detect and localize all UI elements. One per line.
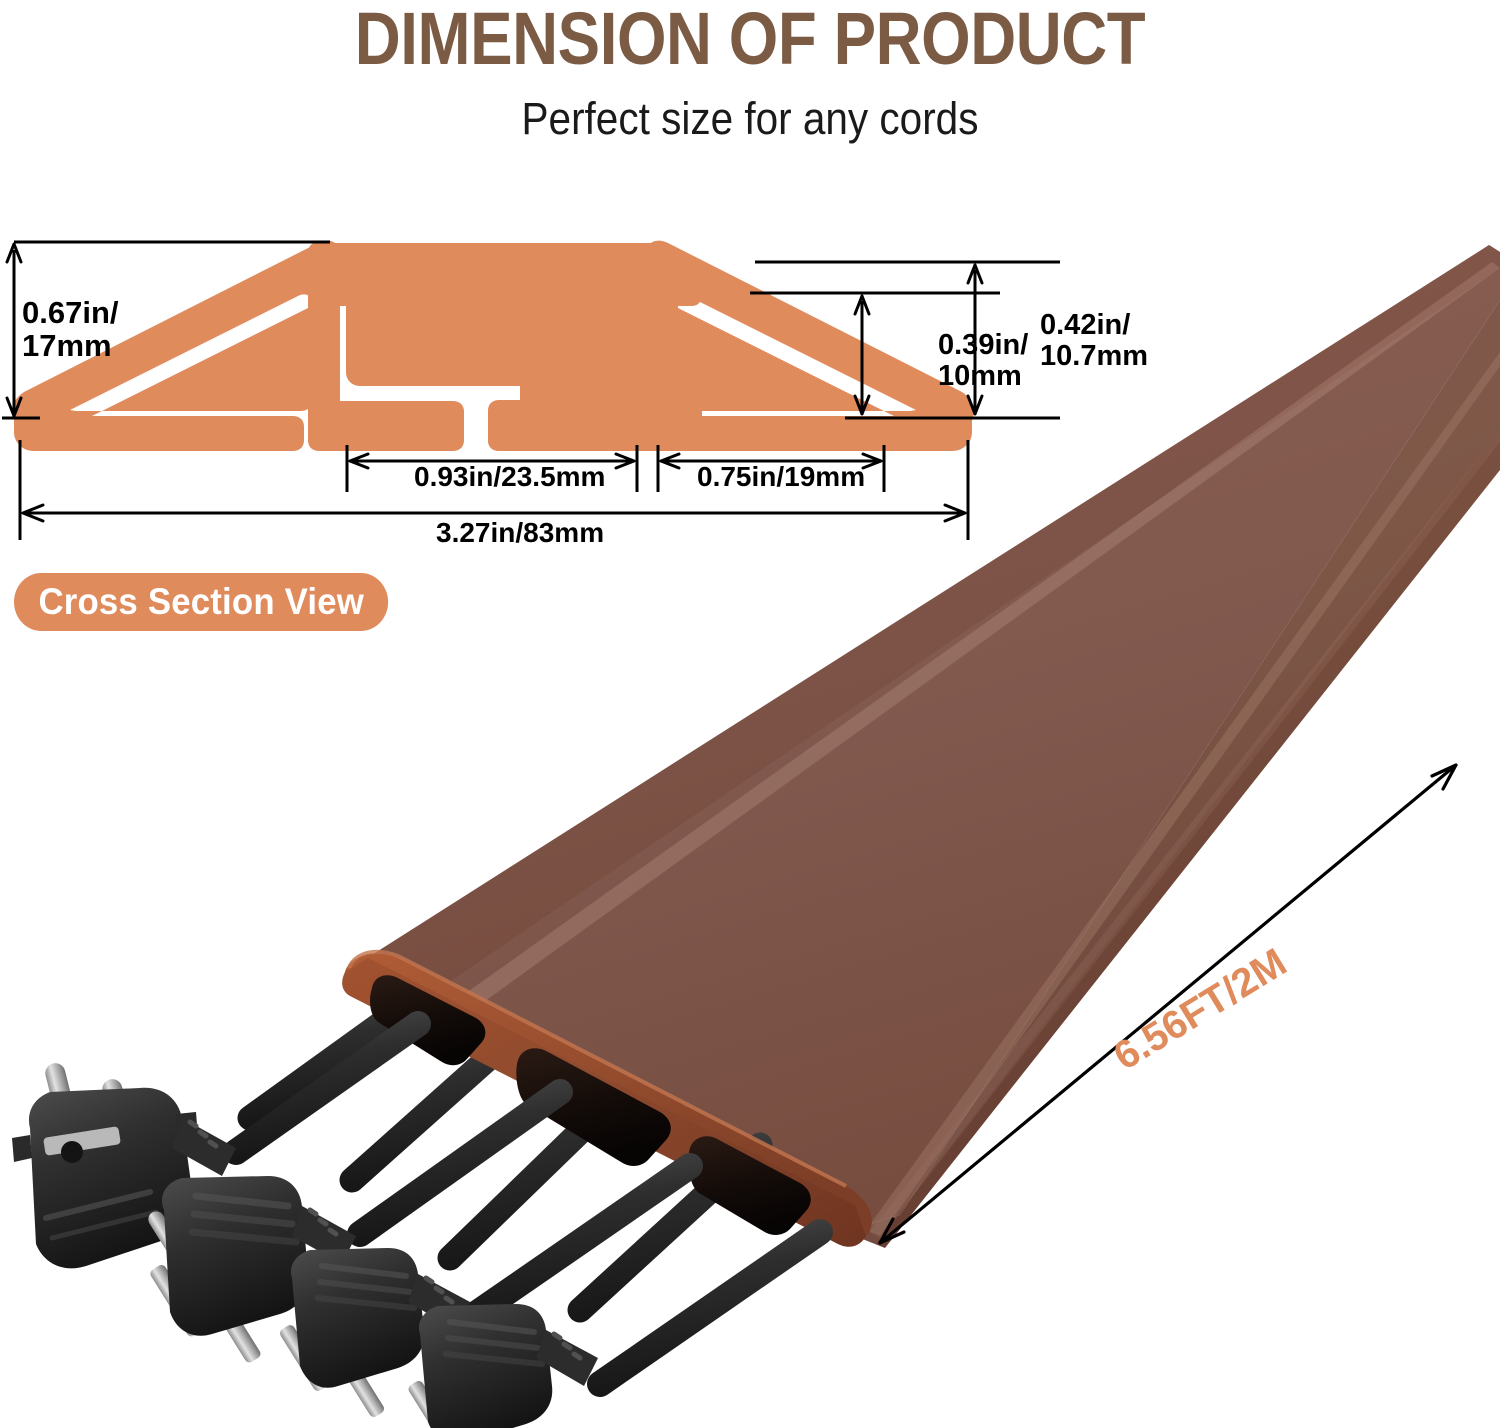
profile-center-block [308,243,678,451]
page-title: DIMENSION OF PRODUCT [354,0,1146,80]
us3-grip-1 [192,1192,292,1210]
dim-middle-channel-width [345,445,639,492]
dim-outer-edge-height [755,260,1060,420]
us2a-grip-2 [317,1279,413,1295]
us2b-grip-1 [447,1319,537,1335]
body-highlight-band-3 [864,430,1500,1244]
us-2-prong-plug-2 [408,1304,598,1428]
cross-section-profile [12,240,974,451]
cable-group-front [223,1011,833,1397]
dim-h-arrow-up [5,242,23,264]
profile-right-ramp [632,240,974,451]
dim-label-inner-channel-height: 0.39in/ 10mm [938,329,1029,393]
schuko-grip-2 [49,1209,159,1241]
cable-3-front [457,1153,703,1331]
length-arrowhead-top [1430,763,1458,791]
dim-label-middle-channel-width: 0.93in/23.5mm [414,461,606,492]
dim-inner-arrow-up [853,294,871,316]
schuko-center-hole [61,1141,83,1163]
dim-side-arrow-right [861,452,883,470]
cord-cover-open-end [342,949,872,1247]
cable-group [237,997,773,1323]
page-subtitle: Perfect size for any cords [521,93,979,144]
dim-label-overall-width: 3.27in/83mm [436,517,605,548]
cross-section-view-badge: Cross Section View [14,573,389,631]
schuko-grip-1 [43,1189,153,1221]
us2a-grip-1 [319,1263,409,1279]
profile-center-outer [318,243,702,451]
dim-overall-width [18,440,970,540]
cable-1-front [223,1011,431,1165]
dim-side-channel-width [656,445,886,492]
rim-highlight [347,949,847,1188]
dim-w-arrow-left [21,503,45,523]
dim-outer-arrow-up [966,263,984,285]
dim-h-arrow-down [5,396,23,418]
dim-label-outer-edge-height: 0.42in/ 10.7mm [1040,309,1149,373]
us2a-grip-3 [315,1295,417,1311]
cable-2 [339,1035,513,1193]
dim-mid-arrow-right [614,452,636,470]
body-top-face [345,245,1500,1232]
channel-opening-right [688,1136,811,1235]
body-sheen [430,268,1500,1238]
us2b-grip-2 [445,1335,541,1351]
us3-grip-2 [190,1210,296,1228]
dim-w-arrow-right [943,503,967,523]
cable-1 [237,997,413,1131]
schuko-notch-left [12,1135,32,1162]
length-arrowhead-bottom [878,1217,906,1245]
dim-label-side-channel-width: 0.75in/19mm [697,461,866,492]
dim-mid-arrow-left [348,452,370,470]
length-dimension-arrow [878,763,1458,1245]
dim-overall-height [2,240,330,420]
channel-opening-middle [516,1048,671,1166]
dim-side-arrow-left [659,452,681,470]
body-highlight-band-1 [452,262,1500,1012]
cord-cover-body [345,245,1500,1248]
dim-inner-arrow-down [853,394,871,416]
dim-outer-arrow-down [966,394,984,416]
schuko-strain-relief [172,1118,236,1176]
us3-grip-3 [188,1228,300,1246]
us2b-grip-3 [443,1351,545,1367]
length-arrow-line [878,763,1458,1245]
body-highlight-band-2 [866,352,1500,1236]
cross-section-dimension-lines [2,240,1060,540]
profile-left-ramp [12,240,354,451]
dim-label-overall-height: 0.67in/ 17mm [22,295,119,364]
us2b-strain-relief [536,1330,598,1386]
us-3-prong-plug [148,1176,356,1363]
cable-4-front [587,1219,833,1397]
us2b-body [419,1304,553,1428]
cable-2-front [347,1079,573,1247]
